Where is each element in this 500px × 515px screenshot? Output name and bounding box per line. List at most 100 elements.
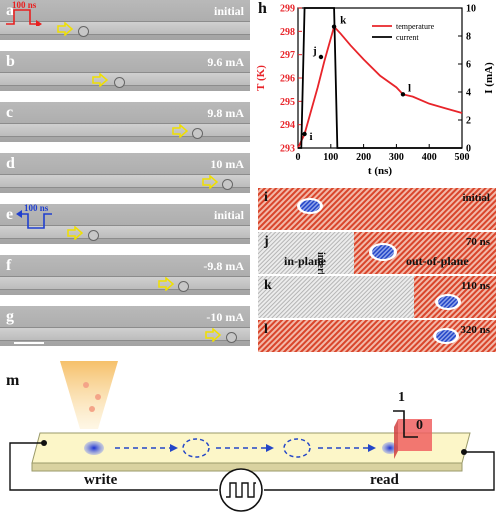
panel-d: d 10 mA [0,153,250,193]
pulse-icon [6,9,42,26]
skyrmion-arrow-icon [205,328,221,342]
x-axis-label: t (ns) [368,165,392,177]
written-skyrmion [84,441,104,455]
panel-k: k 110 ns [258,276,496,318]
annotation-point [302,131,307,137]
panel-i: i initial [258,188,496,230]
annotation-label: j [312,45,317,57]
plot-frame [297,7,463,149]
pulse-duration: 100 ns [24,204,49,213]
laser-spot [89,406,95,412]
x-tick-label: 0 [296,152,301,163]
y-left-tick-label: 296 [280,74,295,85]
panel-letter: a [6,2,14,19]
panel-letter: i [264,190,268,205]
simulation-texture [258,232,496,274]
panel-l: l 320 ns [258,320,496,362]
panel-letter: b [6,53,15,70]
y-left-tick-label: 298 [280,27,295,38]
y-left-tick-label: 294 [280,120,295,131]
legend-entry: temperature [396,22,435,31]
panel-b: b 9.6 mA [0,51,250,91]
panel-c: c 9.8 mA [0,102,250,142]
simulation-texture [258,276,496,318]
laser-spot [95,394,101,400]
y-right-tick-label: 8 [466,32,471,43]
y-right-tick-label: 6 [466,60,471,71]
panel-letter: e [6,206,14,223]
series-line-current [298,7,462,149]
read-electrode [398,419,432,451]
panel-j: j 70 ns in-plane out-of-plane interface [258,232,496,274]
skyrmion-arrow-icon [67,226,83,240]
pulse-icon [16,210,52,229]
panel-condition: -9.8 mA [203,259,244,273]
skyrmion-arrow-icon [57,22,73,36]
panel-letter: g [6,308,14,325]
y-left-tick-label: 297 [280,50,295,61]
simulation-texture [258,188,496,230]
panel-a: a initial 100 ns [0,0,250,40]
pulse-duration: 100 ns [12,0,37,10]
y-left-tick-label: 295 [280,97,295,108]
y-left-tick-label: 293 [280,144,295,155]
panel-condition: initial [462,192,490,204]
simulation-texture [258,320,496,352]
x-tick-label: 100 [323,152,338,163]
device-schematic [9,361,495,512]
interface-label: interface [315,252,326,274]
annotation-point [400,92,406,97]
x-tick-label: 500 [455,152,470,163]
annotation-label: k [340,15,347,27]
panel-condition: 70 ns [465,236,490,248]
read-label: read [370,472,399,488]
out-of-plane-label: out-of-plane [406,254,469,268]
legend-entry: current [396,33,419,42]
panel-letter: l [264,322,268,337]
y-right-tick-label: 2 [466,116,471,127]
panel-condition: -10 mA [206,310,244,324]
y-right-tick-label: 10 [466,4,476,15]
panel-g: g -10 mA [0,306,250,346]
skyrmion-arrow-icon [172,124,188,138]
temperature-current-chart: 0 100 200 300 400 500 293 294 295 296 297 298 299 0 2 4… [255,4,495,178]
panel-condition: 9.8 mA [207,106,244,120]
panel-condition: initial [213,4,244,18]
x-tick-label: 200 [356,152,371,163]
y-right-axis-label: I (mA) [483,62,495,94]
panel-letter: h [258,0,267,17]
scale-bar [14,342,44,344]
in-plane-label: in-plane [284,254,327,268]
pulse-source-icon [219,468,263,512]
panel-letter: m [6,372,20,389]
panel-letter: j [264,234,269,249]
panel-condition: 320 ns [460,324,490,336]
write-label: write [84,472,118,488]
x-tick-label: 400 [422,152,437,163]
skyrmion-arrow-icon [202,175,218,189]
state-zero-label: 0 [416,418,423,433]
skyrmion-arrow-icon [158,277,174,291]
panel-condition: initial [213,208,244,222]
y-right-tick-label: 4 [466,88,471,99]
panel-condition: 9.6 mA [207,55,244,69]
annotation-point [331,24,337,29]
series-line-temperature [297,24,463,149]
panel-letter: c [6,104,14,121]
x-tick-label: 300 [389,152,404,163]
annotation-label: l [408,82,411,94]
panel-letter: k [264,278,272,293]
panel-f: f -9.8 mA [0,255,250,295]
state-one-label: 1 [398,390,405,405]
annotation-label: i [310,131,313,143]
panel-letter: f [6,257,12,274]
y-left-tick-label: 299 [280,4,295,15]
panel-letter: d [6,155,15,172]
readout-signal-icon [393,410,418,438]
laser-spot [83,382,89,388]
panel-e: e initial 100 ns [0,204,250,244]
skyrmion-arrow-icon [92,73,108,87]
y-right-tick-label: 0 [466,144,471,155]
y-left-axis-label: T (K) [255,65,267,91]
